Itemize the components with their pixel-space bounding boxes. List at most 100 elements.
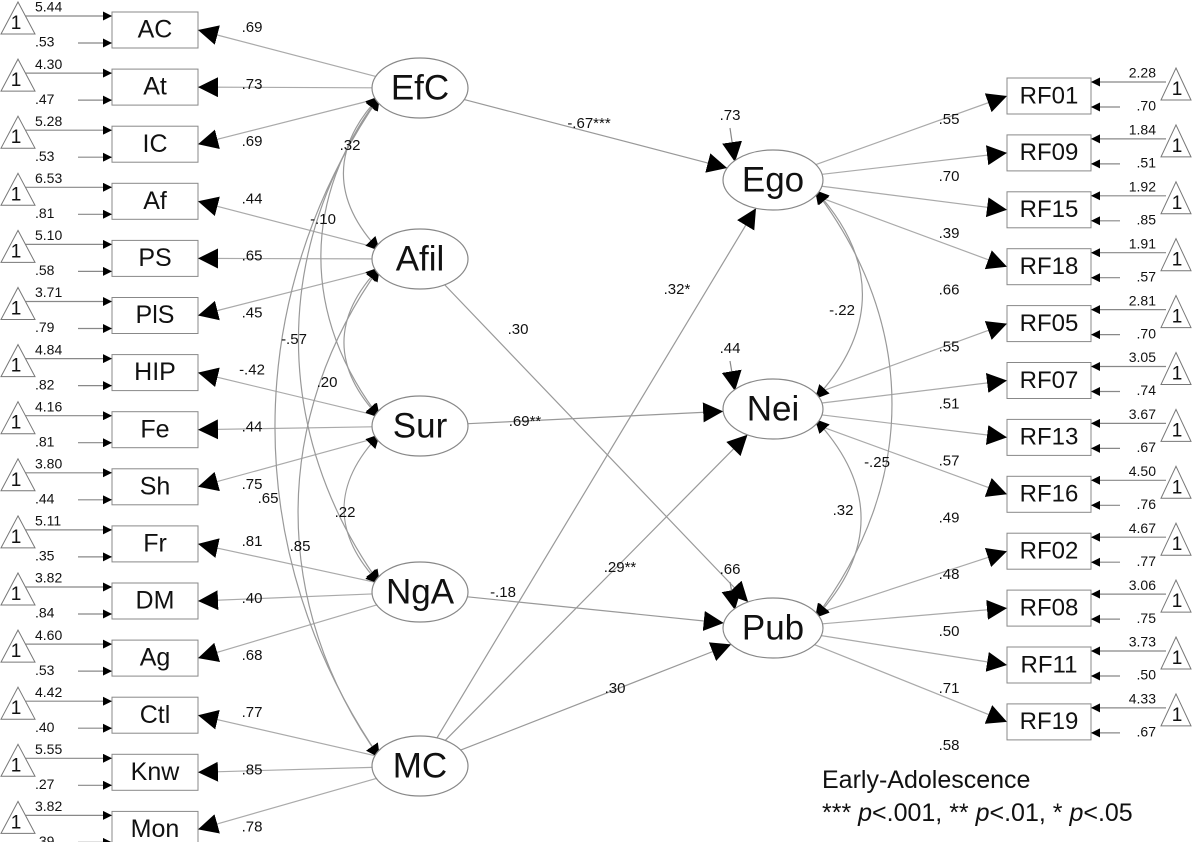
indicator-label-rf18: RF18 (1020, 253, 1079, 280)
indicator-label-rf19: RF19 (1020, 708, 1079, 735)
latent-label-ego: Ego (742, 160, 804, 199)
unit-triangle-sh (0, 457, 36, 492)
intercept-value-rf01: 2.28 (1129, 65, 1156, 81)
covariance-value-efc-afil: .32 (340, 137, 361, 154)
indicator-box-rf07 (1006, 362, 1092, 399)
covariance-value-efc-sur: -.10 (310, 211, 336, 228)
unit-label-ic: 1 (11, 127, 22, 148)
unit-label-fr: 1 (11, 527, 22, 548)
covariance-curve-afil-mc (297, 266, 381, 759)
latent-label-afil: Afil (396, 239, 445, 278)
residual-value-at: .47 (35, 91, 55, 107)
indicator-label-mon: Mon (131, 815, 180, 842)
unit-label-rf19: 1 (1172, 705, 1183, 726)
disturbance-value-ego: .73 (720, 107, 741, 124)
residual-value-ctl: .40 (35, 719, 55, 735)
indicator-box-ic (111, 125, 199, 163)
intercept-value-rf11: 3.73 (1129, 634, 1156, 650)
residual-value-dm: .84 (35, 605, 55, 621)
path-coef-efc-ego: -.67*** (567, 115, 611, 132)
loading-value-knw: .85 (242, 761, 263, 778)
loading-value-fr: .81 (242, 533, 263, 550)
latent-label-efc: EfC (391, 68, 449, 107)
indicator-label-rf11: RF11 (1021, 651, 1078, 678)
latent-ellipse-afil (371, 228, 469, 290)
indicator-label-rf02: RF02 (1020, 538, 1079, 565)
label-layer: 15.44.53.69AC14.30.47.73At15.28.53.69IC1… (11, 0, 1183, 842)
indicator-label-fr: Fr (143, 530, 167, 558)
unit-label-rf15: 1 (1172, 193, 1183, 214)
caption: Early-Adolescence *** p<.001, ** p<.01, … (822, 764, 1133, 830)
unit-triangle-rf15 (1160, 180, 1192, 215)
unit-label-ctl: 1 (11, 698, 22, 719)
path-arrow-nga-pub (467, 596, 724, 631)
indicator-box-mon (111, 810, 199, 842)
residual-value-af: .81 (35, 205, 55, 221)
indicator-label-ic: IC (143, 130, 168, 158)
intercept-value-pls: 3.71 (35, 284, 62, 300)
intercept-value-rf02: 4.67 (1129, 520, 1156, 536)
unit-label-ac: 1 (11, 13, 22, 34)
unit-triangle-mon (0, 800, 36, 834)
unit-label-dm: 1 (11, 584, 22, 605)
loading-arrow-rf07 (821, 372, 1008, 404)
covariance-value-nei-pub: .32 (833, 502, 854, 519)
residual-value-ac: .53 (35, 34, 55, 50)
loading-value-ic: .69 (242, 133, 263, 150)
indicator-box-ctl (111, 696, 199, 734)
residual-value-rf05: .70 (1137, 325, 1157, 341)
latent-ellipse-efc (371, 57, 469, 119)
path-arrow-mc-nei (444, 434, 748, 741)
loading-value-rf18: .66 (939, 282, 960, 299)
unit-label-ag: 1 (11, 641, 22, 662)
loading-value-dm: .40 (242, 590, 263, 607)
indicator-label-ps: PS (138, 244, 171, 272)
path-coef-afil-pub: .30 (508, 321, 529, 338)
intercept-value-knw: 5.55 (35, 741, 62, 757)
loading-value-ctl: .77 (242, 704, 263, 721)
residual-value-rf15: .85 (1137, 212, 1157, 228)
path-arrow-sur-nei (467, 402, 724, 425)
indicator-box-rf15 (1006, 191, 1092, 229)
indicator-box-rf11 (1006, 646, 1092, 684)
loading-value-rf09: .70 (939, 168, 960, 185)
path-coef-mc-nei: .29** (604, 559, 637, 576)
caption-p-3: p (1069, 799, 1084, 827)
loading-value-fe: .44 (242, 419, 263, 436)
covariance-curve-efc-mc (274, 95, 381, 759)
intercept-value-ag: 4.60 (35, 627, 62, 643)
loading-arrow-rf19 (814, 644, 1008, 724)
indicator-box-pls (111, 297, 199, 334)
intercept-value-dm: 3.82 (35, 570, 62, 586)
intercept-value-rf15: 1.92 (1129, 179, 1156, 195)
loading-value-rf11: .71 (939, 680, 960, 697)
residual-value-rf02: .77 (1137, 553, 1157, 569)
loading-value-rf08: .50 (939, 623, 960, 640)
indicator-box-rf18 (1006, 248, 1092, 286)
indicator-label-rf05: RF05 (1020, 310, 1079, 337)
covariance-value-efc-nga: -.57 (281, 331, 307, 348)
loading-arrow-at (197, 77, 373, 98)
residual-value-rf01: .70 (1137, 98, 1157, 114)
intercept-value-rf13: 3.67 (1129, 406, 1156, 422)
residual-value-rf18: .57 (1137, 268, 1157, 284)
indicator-label-knw: Knw (131, 758, 181, 786)
disturbance-arrow-nei (721, 360, 742, 392)
loading-value-rf19: .58 (939, 737, 960, 754)
residual-value-rf11: .50 (1137, 667, 1157, 683)
indicator-label-af: Af (143, 187, 167, 215)
indicator-label-rf01: RF01 (1020, 82, 1079, 109)
intercept-value-ctl: 4.42 (35, 684, 62, 700)
loading-arrow-rf16 (815, 424, 1008, 497)
loading-arrow-rf18 (815, 195, 1008, 270)
disturbance-value-nei: .44 (720, 340, 741, 357)
unit-triangle-ac (0, 0, 36, 35)
intercept-value-hip: 4.84 (35, 341, 62, 357)
unit-triangle-rf13 (1160, 408, 1192, 442)
intercept-value-rf05: 2.81 (1129, 292, 1156, 308)
intercept-value-ic: 5.28 (35, 113, 62, 129)
loading-value-rf05: .55 (939, 339, 960, 356)
indicator-box-rf01 (1006, 77, 1092, 115)
